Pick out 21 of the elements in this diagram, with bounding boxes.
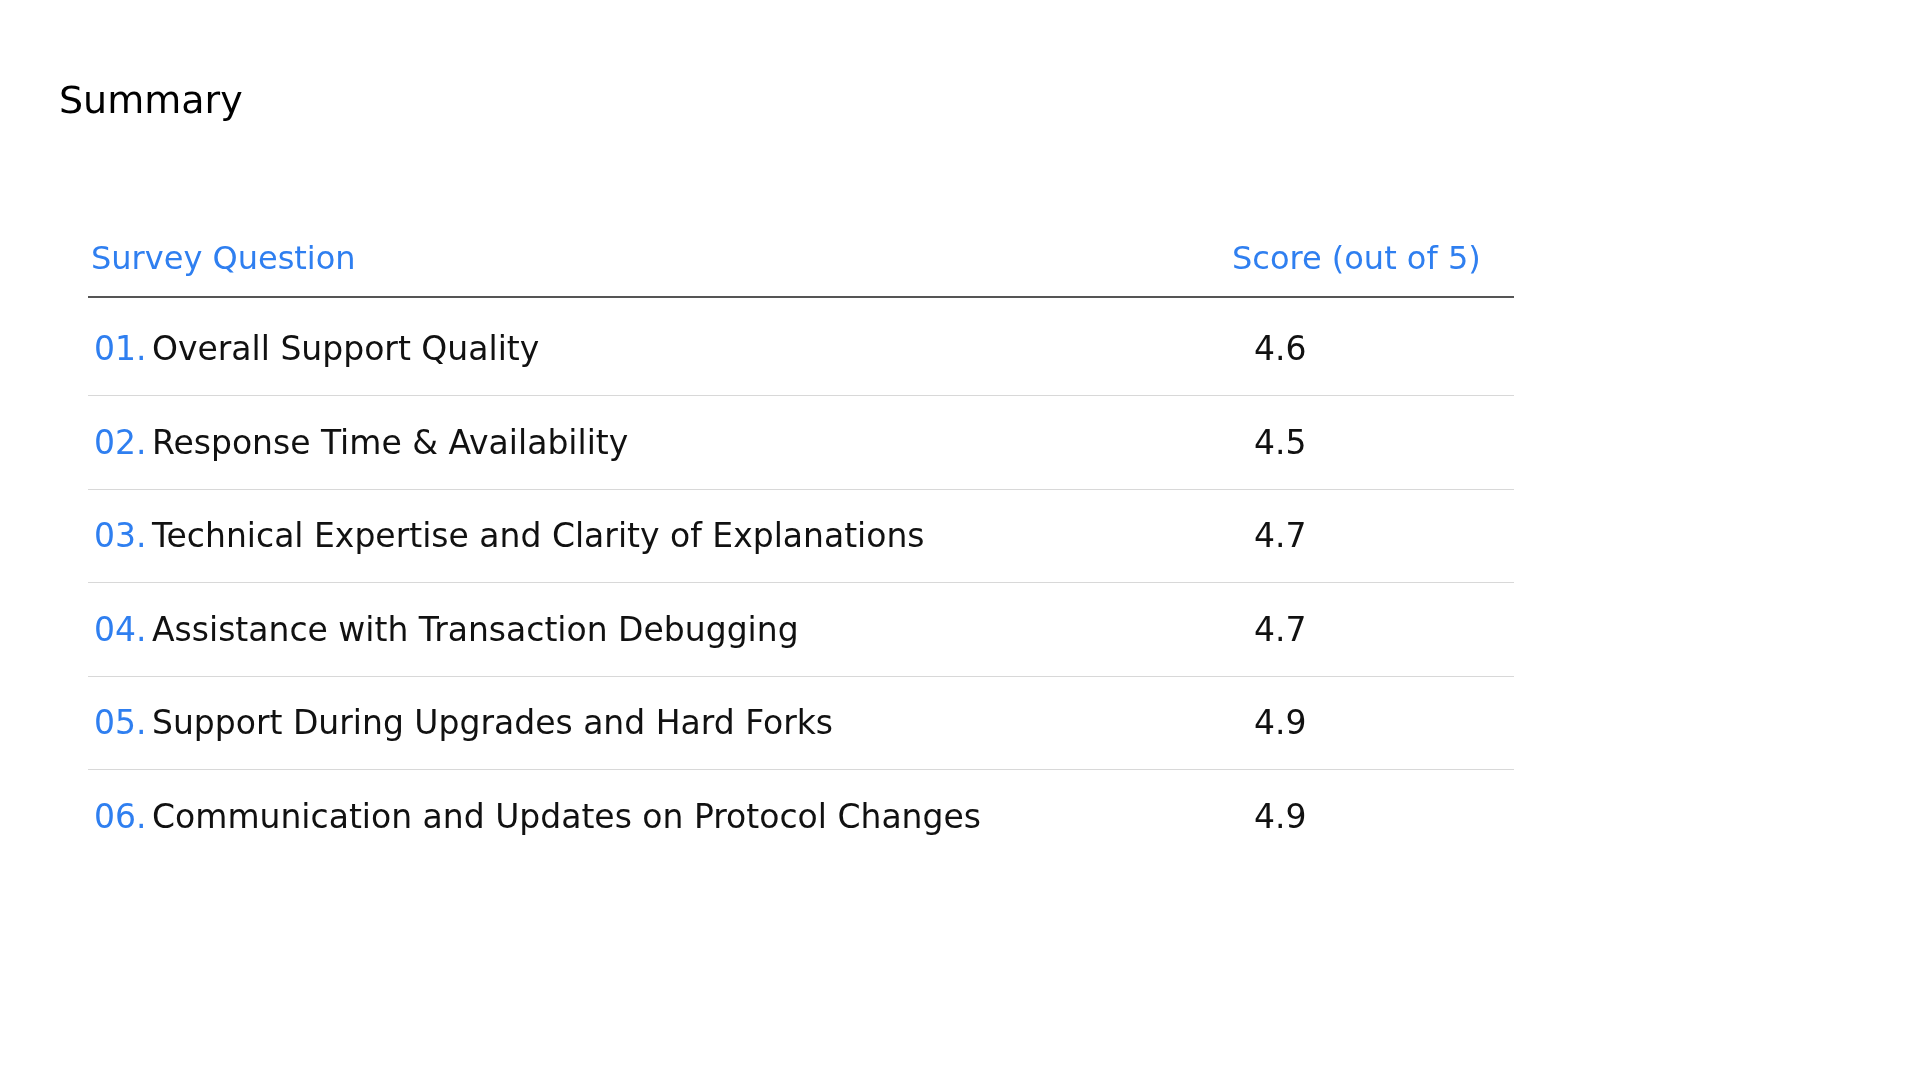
- survey-question: Communication and Updates on Protocol Changes: [152, 799, 981, 833]
- row-number: 04.: [94, 612, 147, 646]
- survey-question: Support During Upgrades and Hard Forks: [152, 705, 834, 739]
- column-header: Survey Question: [91, 242, 356, 274]
- score-value: 4.7: [1254, 612, 1307, 646]
- score-value: 4.6: [1254, 331, 1307, 365]
- score-value: 4.5: [1254, 425, 1307, 459]
- row-number: 02.: [94, 425, 147, 459]
- survey-question: Assistance with Transaction Debugging: [152, 612, 799, 646]
- page-title: Summary: [59, 81, 243, 119]
- row-number: 01.: [94, 331, 147, 365]
- row-number: 06.: [94, 799, 147, 833]
- score-value: 4.9: [1254, 705, 1307, 739]
- row-number: 05.: [94, 705, 147, 739]
- row-number: 03.: [94, 518, 147, 552]
- survey-question: Overall Support Quality: [152, 331, 540, 365]
- survey-question: Technical Expertise and Clarity of Explanations: [152, 518, 925, 552]
- column-header: Score (out of 5): [1232, 242, 1481, 274]
- survey-question: Response Time & Availability: [152, 425, 629, 459]
- score-value: 4.9: [1254, 799, 1307, 833]
- score-value: 4.7: [1254, 518, 1307, 552]
